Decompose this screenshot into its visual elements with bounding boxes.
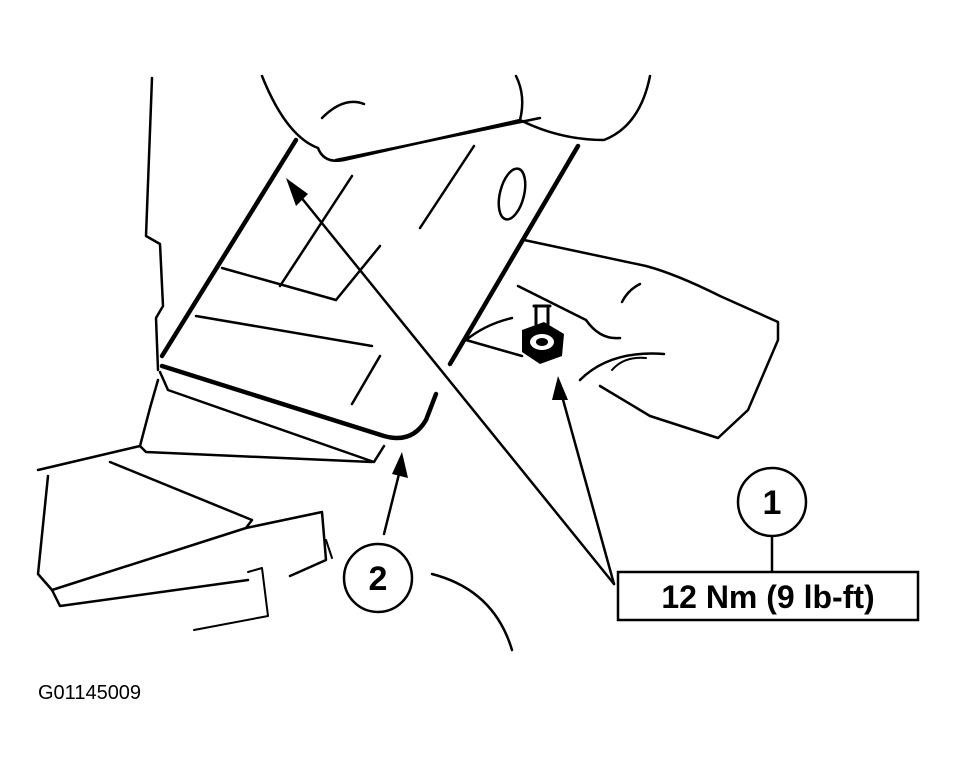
arrowhead-item-2 [392,452,408,478]
leader-lines [286,178,774,586]
left-housing [36,76,374,631]
torque-spec-label: 12 Nm (9 lb-ft) [661,579,874,615]
lower-arc [430,572,514,652]
callout-1: 1 [736,466,808,538]
callout-1-number: 1 [763,484,782,522]
arrowhead-bolt [552,376,568,400]
bolt [522,304,564,364]
callout-2-number: 2 [369,560,388,598]
torque-spec-box: 12 Nm (9 lb-ft) [616,570,920,622]
upper-component [260,74,652,162]
figure-id: G01145009 [38,682,141,704]
arrowhead-bracket-top [286,178,308,206]
right-arm [464,238,780,440]
callout-2: 2 [342,542,414,614]
bracket [158,137,581,464]
